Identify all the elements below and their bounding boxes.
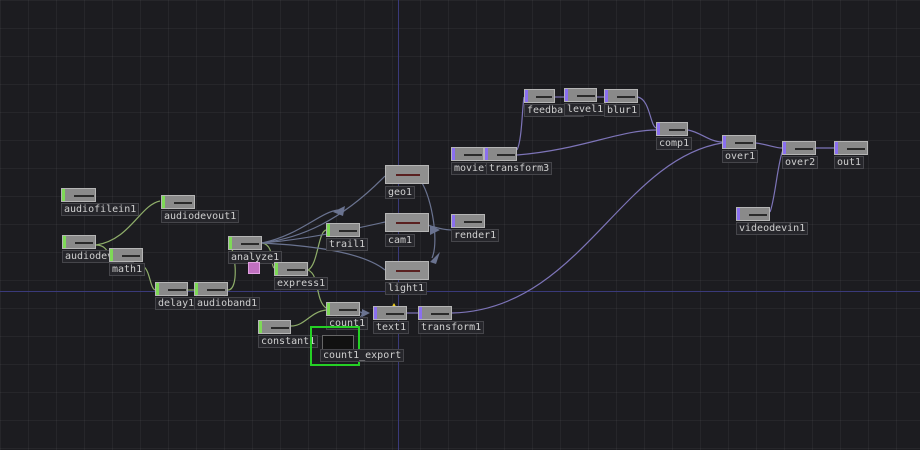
node-tile[interactable]: [418, 306, 452, 320]
wire-export: [261, 221, 386, 244]
node-tile[interactable]: [194, 282, 228, 296]
node-tile[interactable]: [564, 88, 597, 102]
node-tile[interactable]: [656, 122, 688, 136]
export-flag-icon[interactable]: [248, 262, 260, 274]
node-label: level1: [564, 103, 607, 116]
node-tile[interactable]: [524, 89, 555, 103]
node-tile[interactable]: [604, 89, 638, 103]
node-tile[interactable]: [451, 214, 485, 228]
node-tile[interactable]: [484, 147, 517, 161]
node-label: trail1: [326, 238, 369, 251]
wire-chop: [290, 309, 327, 327]
node-label: audioband1: [194, 297, 261, 310]
node-label: blur1: [604, 104, 641, 117]
node-label: constant1: [258, 335, 319, 348]
node-label: geo1: [385, 186, 416, 199]
node-label: videodevin1: [736, 222, 809, 235]
node-tile[interactable]: [373, 306, 407, 320]
node-tile[interactable]: [834, 141, 868, 155]
wire-arrow: [333, 206, 345, 216]
node-tile[interactable]: [451, 147, 484, 161]
node-label: text1: [373, 321, 410, 334]
wire-top: [516, 96, 525, 151]
wire-top: [755, 142, 783, 149]
node-label: over1: [722, 150, 759, 163]
node-label: transform1: [418, 321, 485, 334]
node-tile[interactable]: [258, 320, 291, 334]
node-label: render1: [451, 229, 500, 242]
wire-chop: [95, 200, 161, 246]
node-label: cam1: [385, 234, 416, 247]
node-label: express1: [274, 277, 329, 290]
wire-chop: [307, 229, 327, 271]
node-label: count1_export: [320, 349, 405, 362]
wire-export: [261, 175, 386, 244]
node-label: over2: [782, 156, 819, 169]
node-tile[interactable]: [62, 235, 96, 249]
wire-top: [451, 142, 723, 314]
wire-top: [687, 129, 723, 143]
node-tile[interactable]: [385, 213, 429, 232]
node-label: light1: [385, 282, 428, 295]
wire-arrow: [430, 225, 440, 235]
wire-top: [516, 129, 657, 156]
node-tile[interactable]: [109, 248, 143, 262]
node-tile[interactable]: [155, 282, 188, 296]
node-tile[interactable]: [736, 207, 770, 221]
wire-export: [261, 209, 339, 244]
wire-top: [637, 96, 657, 129]
node-tile[interactable]: [722, 135, 756, 149]
node-tile[interactable]: [161, 195, 195, 209]
wire-arrow: [362, 309, 370, 317]
node-label: transform3: [486, 162, 553, 175]
node-tile[interactable]: [782, 141, 816, 155]
node-label: audiodevout1: [161, 210, 240, 223]
wire-top: [769, 149, 784, 213]
node-label: audiofilein1: [61, 203, 140, 216]
node-tile[interactable]: [274, 262, 308, 276]
origin-axis-horizontal: [0, 291, 920, 292]
node-tile[interactable]: [385, 165, 429, 184]
wire-arrow: [430, 252, 440, 264]
node-label: math1: [109, 263, 146, 276]
node-label: delay1: [155, 297, 198, 310]
node-label: out1: [834, 156, 865, 169]
node-tile[interactable]: [326, 223, 360, 237]
node-tile[interactable]: [228, 236, 262, 250]
node-label: comp1: [656, 137, 693, 150]
node-tile[interactable]: [326, 302, 360, 316]
node-tile[interactable]: [385, 261, 429, 280]
node-tile[interactable]: [61, 188, 96, 202]
